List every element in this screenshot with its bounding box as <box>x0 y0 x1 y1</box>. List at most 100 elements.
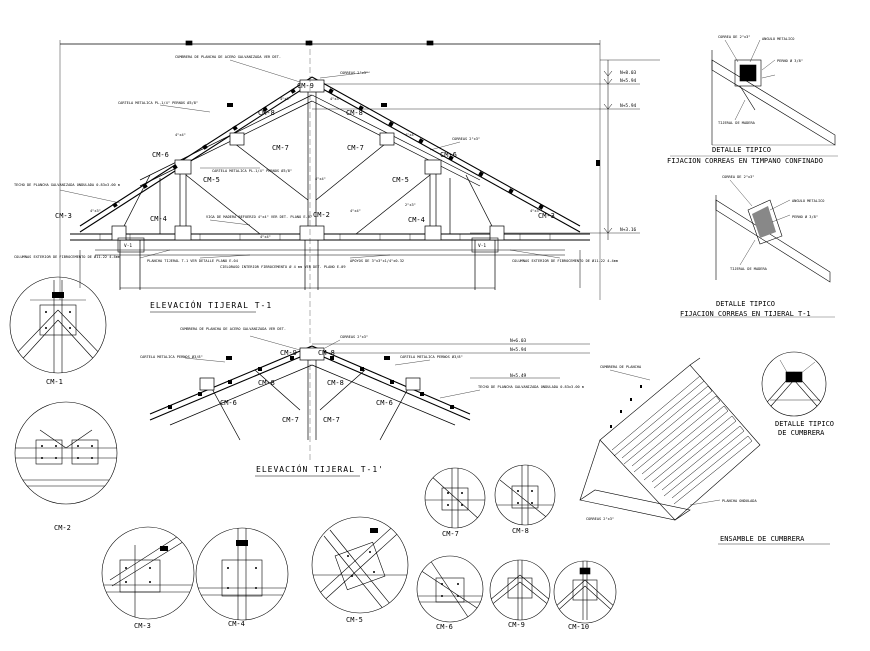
member-label: CM-8 <box>327 379 344 387</box>
dim-label: 4"x4" <box>260 235 271 239</box>
elevation-t1-labels: CM-9 CM-8 CM-8 CM-7 CM-7 CM-6 CM-6 CM-5 … <box>14 55 637 310</box>
member-label: CM-4 <box>408 216 425 224</box>
level-label: N+3.16 <box>620 227 637 233</box>
dim-label: 4"x4" <box>350 209 361 213</box>
connection-cm3 <box>101 526 195 620</box>
member-label: CM-7 <box>282 416 299 424</box>
connection-cm6 <box>416 555 484 623</box>
member-label: CM-4 <box>150 215 167 223</box>
member-label: CM-7 <box>272 144 289 152</box>
note-correas: CORREAS 2"x3" <box>340 71 368 75</box>
level-label: N+8.03 <box>620 70 637 76</box>
dim-label: 4"x3" <box>530 209 541 213</box>
ensamble-labels: CUMBRERA DE PLANCHA PLANCHA ONDULADA COR… <box>586 365 805 543</box>
connection-label: CM-10 <box>568 623 589 631</box>
connection-label: CM-9 <box>508 621 525 629</box>
detail-note: TIJERAL DE MADERA <box>730 267 768 271</box>
member-label: CM-6 <box>220 399 237 407</box>
connection-label: CM-7 <box>442 530 459 538</box>
section-title: ELEVACIÓN TIJERAL T-1' <box>256 463 384 474</box>
connection-label: CM-6 <box>436 623 453 631</box>
note-gotero: COLUMNAS EXTERIOR DE FIBROCEMENTO DE Ø11… <box>512 258 618 263</box>
connection-label: CM-2 <box>54 524 71 532</box>
member-label: CM-6 <box>152 151 169 159</box>
connection-cm8 <box>494 464 556 526</box>
detail-cumbrera-labels: DETALLE TIPICO DE CUMBRERA <box>775 420 834 437</box>
connection-label: CM-5 <box>346 616 363 624</box>
note-correas: CORREAS 2"x3" <box>452 137 480 141</box>
detail-timpano <box>670 39 838 157</box>
note-cartela: CARTELA METALICA PL-1/4" PERNOS Ø3/8" <box>118 100 198 105</box>
detail-timpano-labels: CORREA DE 2"x3" ANGULO METALICO PERNO Ø … <box>667 35 823 165</box>
note-cielo: CIELORASO INTERIOR FIBROCEMENTO Ø 4 mm V… <box>220 264 346 269</box>
detail-cumbrera <box>761 351 827 417</box>
detail-note: TIJERAL DE MADERA <box>718 121 756 125</box>
note-correas: CORREAS 2"x3" <box>340 335 368 339</box>
detail-note: PLANCHA ONDULADA <box>722 499 757 503</box>
detail-title: DETALLE TIPICO <box>775 420 834 428</box>
v-label: V-1 <box>124 243 132 249</box>
note-cartela: CARTELA METALICA PERNOS Ø3/8" <box>140 354 203 359</box>
connection-cm7 <box>424 467 486 529</box>
connection-cm1 <box>9 276 107 374</box>
detail-tijeral-labels: CORREA DE 2"x3" ANGULO METALICO TIJERAL … <box>680 175 824 318</box>
member-label: CM-8 <box>318 349 335 357</box>
level-label: N+5.94 <box>510 347 527 353</box>
member-label: CM-9 <box>297 82 314 90</box>
detail-tijeral <box>680 179 835 318</box>
connection-cm5 <box>311 516 409 614</box>
level-label: N+5.94 <box>620 78 637 84</box>
note-apoyo: APOYOS DE 3"x3"x1/4"x0.32 <box>350 259 404 263</box>
dim-label: 4"x4" <box>405 133 416 137</box>
elevation-t1-prime <box>149 40 590 477</box>
detail-subtitle: DE CUMBRERA <box>778 429 825 437</box>
level-label: N+5.49 <box>510 373 527 379</box>
note-viga: VIGA DE MADERA REFUERZO 4"x4" VER DET. P… <box>206 215 312 219</box>
member-label: CM-7 <box>323 416 340 424</box>
member-label: CM-5 <box>392 176 409 184</box>
connection-cm4 <box>195 527 289 621</box>
detail-note: CORREAS 2"x3" <box>586 517 614 521</box>
connection-label: CM-4 <box>228 620 245 628</box>
level-label: N+6.03 <box>510 338 527 344</box>
detail-subtitle: FIJACION CORREAS EN TIJERAL T-1 <box>680 310 811 318</box>
member-label: CM-6 <box>440 151 457 159</box>
member-label: CM-9 <box>280 349 297 357</box>
v-label: V-1 <box>478 243 486 249</box>
connection-cm9 <box>489 559 551 621</box>
dim-label: 4"x3" <box>330 97 341 101</box>
detail-note: CUMBRERA DE PLANCHA <box>600 365 642 369</box>
member-label: CM-8 <box>258 379 275 387</box>
detail-note: PERNO Ø 3/8" <box>777 58 803 63</box>
note-ridge-plate: CUMBRERA DE PLANCHA DE ACERO GALVANIZADA… <box>175 55 281 59</box>
detail-subtitle: FIJACION CORREAS EN TIMPANO CONFINADO <box>667 157 823 165</box>
detail-note: ANGULO METALICO <box>792 199 824 203</box>
dim-label: 4"x3" <box>280 97 291 101</box>
note-roof: TECHO DE PLANCHA GALVANIZADA ONDULADA 0.… <box>478 385 584 389</box>
dim-label: 4"x4" <box>175 133 186 137</box>
detail-note: CORREA DE 2"x3" <box>718 35 750 39</box>
note-gotero: COLUMNAS EXTERIOR DE FIBROCEMENTO DE Ø11… <box>14 254 120 259</box>
member-label: CM-3 <box>55 212 72 220</box>
member-label: CM-5 <box>203 176 220 184</box>
note-cartela: CARTELA METALICA PL-1/4" PERNOS Ø3/8" <box>212 168 292 173</box>
connection-cm10 <box>553 560 617 624</box>
note-roof: TECHO DE PLANCHA GALVANIZADA ONDULADA 0.… <box>14 183 120 187</box>
detail-note: PERNO Ø 3/8" <box>792 214 818 219</box>
note-tijeral: PLANCHA TIJERAL T-1 VER DETALLE PLANO E-… <box>147 259 238 263</box>
connection-label: CM-8 <box>512 527 529 535</box>
elevation-t1 <box>59 40 660 313</box>
member-label: CM-2 <box>313 211 330 219</box>
detail-title: DETALLE TIPICO <box>716 300 775 308</box>
detail-title: DETALLE TIPICO <box>712 146 771 154</box>
member-label: CM-8 <box>346 109 363 117</box>
member-label: CM-8 <box>258 109 275 117</box>
connection-cm2 <box>14 401 118 505</box>
member-label: CM-3 <box>538 212 555 220</box>
dim-label: 4"x3" <box>90 209 101 213</box>
detail-note: CORREA DE 2"x3" <box>722 175 754 179</box>
member-label: CM-6 <box>376 399 393 407</box>
section-title: ELEVACIÓN TIJERAL T-1 <box>150 299 272 310</box>
detail-title: ENSAMBLE DE CUMBRERA <box>720 535 805 543</box>
